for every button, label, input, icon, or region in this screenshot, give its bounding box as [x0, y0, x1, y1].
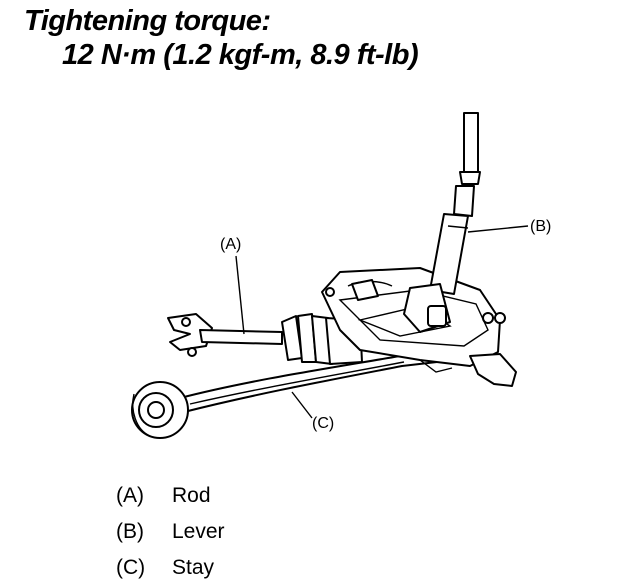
- parts-legend: (A) Rod (B) Lever (C) Stay: [116, 478, 225, 586]
- rod-part: [167, 313, 363, 365]
- legend-item-stay: (C) Stay: [116, 550, 225, 586]
- gearshift-assembly-diagram: (A) (B) (C): [131, 112, 551, 439]
- legend-label: Rod: [172, 484, 211, 507]
- torque-value: 12 N·m (1.2 kgf-m, 8.9 ft-lb): [62, 39, 419, 71]
- torque-spec: Tightening torque: 12 N·m (1.2 kgf-m, 8.…: [24, 4, 419, 72]
- leader-lines: [235, 225, 529, 419]
- callout-c: (C): [312, 415, 334, 432]
- legend-key: (B): [116, 520, 144, 543]
- legend-key: (C): [116, 556, 146, 579]
- legend-key: (A): [116, 484, 144, 507]
- callout-a: (A): [220, 236, 241, 253]
- legend-label: Lever: [172, 520, 225, 543]
- callout-b: (B): [530, 218, 551, 235]
- torque-title: Tightening torque:: [24, 5, 271, 37]
- legend-label: Stay: [172, 556, 215, 579]
- lever-part: [403, 112, 481, 333]
- stay-part: [131, 347, 473, 439]
- legend-item-rod: (A) Rod: [116, 478, 225, 514]
- legend-item-lever: (B) Lever: [116, 514, 225, 550]
